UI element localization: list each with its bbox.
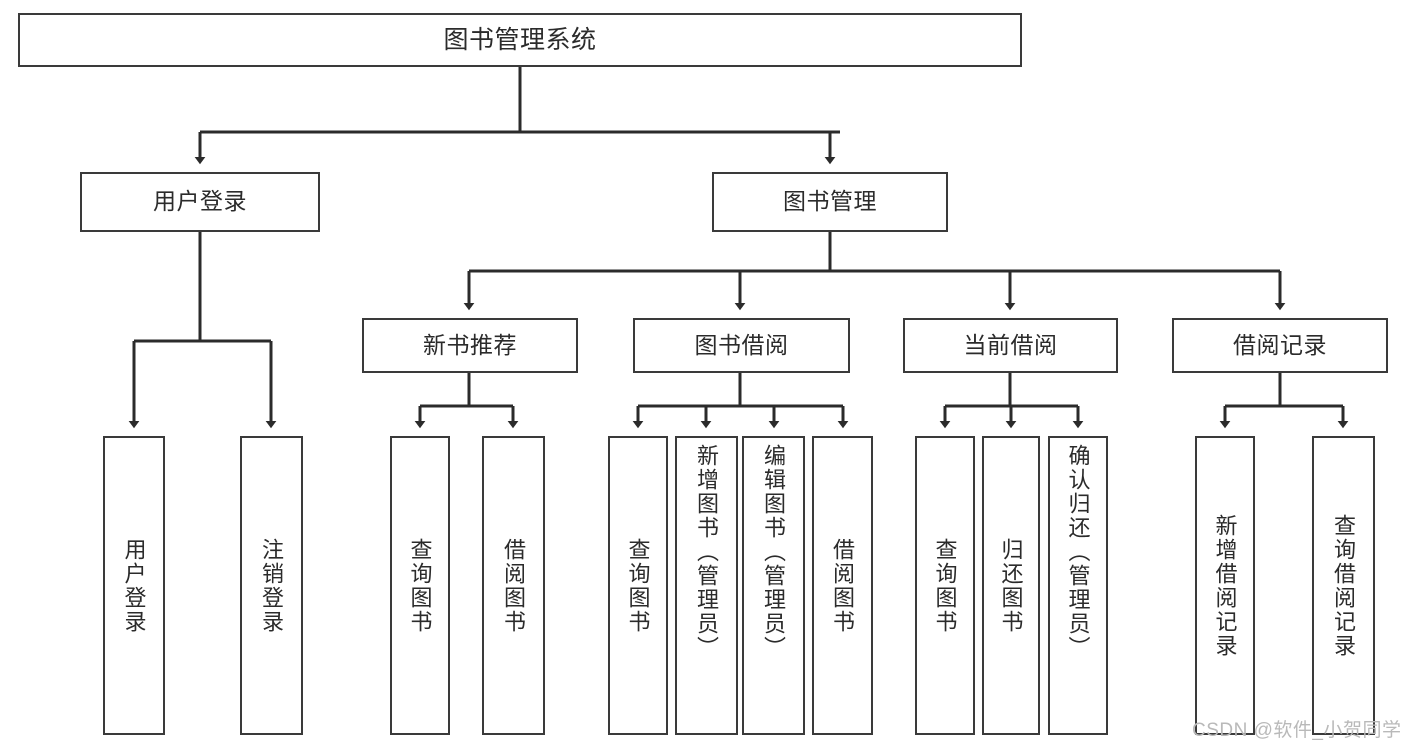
node-label: 注销登录	[259, 537, 285, 634]
node-label: 查询借阅记录	[1331, 513, 1357, 658]
node-label: 新书推荐	[423, 331, 517, 358]
node-user-login[interactable]: 用户登录	[80, 172, 320, 232]
node-leaf-edit-book[interactable]: 编辑图书（管理员）	[742, 436, 805, 735]
node-label: 查询图书	[625, 537, 651, 634]
node-label: 借阅图书	[501, 537, 527, 634]
node-label: 借阅图书	[830, 537, 856, 634]
node-leaf-query-book-1[interactable]: 查询图书	[390, 436, 450, 735]
node-leaf-confirm-return[interactable]: 确认归还（管理员）	[1048, 436, 1108, 735]
node-label: 编辑图书（管理员）	[761, 444, 787, 660]
watermark-text: CSDN @软件_小贺同学	[1192, 720, 1402, 741]
node-leaf-return-book[interactable]: 归还图书	[982, 436, 1040, 735]
node-label: 归还图书	[998, 537, 1024, 634]
node-root-system[interactable]: 图书管理系统	[18, 13, 1022, 67]
node-leaf-logout-login[interactable]: 注销登录	[240, 436, 303, 735]
node-leaf-query-record[interactable]: 查询借阅记录	[1312, 436, 1375, 735]
node-leaf-query-book-2[interactable]: 查询图书	[608, 436, 668, 735]
node-borrow-record[interactable]: 借阅记录	[1172, 318, 1388, 373]
node-label: 新增借阅记录	[1212, 513, 1238, 658]
node-leaf-user-login[interactable]: 用户登录	[103, 436, 165, 735]
node-book-manage[interactable]: 图书管理	[712, 172, 948, 232]
node-leaf-add-record[interactable]: 新增借阅记录	[1195, 436, 1255, 735]
node-label: 图书借阅	[694, 331, 789, 358]
node-label: 图书管理系统	[443, 26, 597, 54]
node-leaf-add-book[interactable]: 新增图书（管理员）	[675, 436, 738, 735]
node-label: 用户登录	[153, 188, 247, 215]
node-label: 图书管理	[783, 188, 877, 215]
node-book-borrow[interactable]: 图书借阅	[633, 318, 850, 373]
node-label: 查询图书	[932, 537, 958, 634]
node-current-borrow[interactable]: 当前借阅	[903, 318, 1118, 373]
node-label: 借阅记录	[1233, 331, 1327, 358]
node-label: 当前借阅	[963, 331, 1058, 358]
node-leaf-borrow-book-2[interactable]: 借阅图书	[812, 436, 873, 735]
node-label: 查询图书	[407, 537, 433, 634]
node-label: 用户登录	[121, 537, 147, 634]
node-leaf-borrow-book-1[interactable]: 借阅图书	[482, 436, 545, 735]
node-label: 新增图书（管理员）	[694, 444, 720, 660]
node-leaf-query-book-3[interactable]: 查询图书	[915, 436, 975, 735]
node-label: 确认归还（管理员）	[1065, 444, 1091, 660]
node-new-book-recommend[interactable]: 新书推荐	[362, 318, 578, 373]
